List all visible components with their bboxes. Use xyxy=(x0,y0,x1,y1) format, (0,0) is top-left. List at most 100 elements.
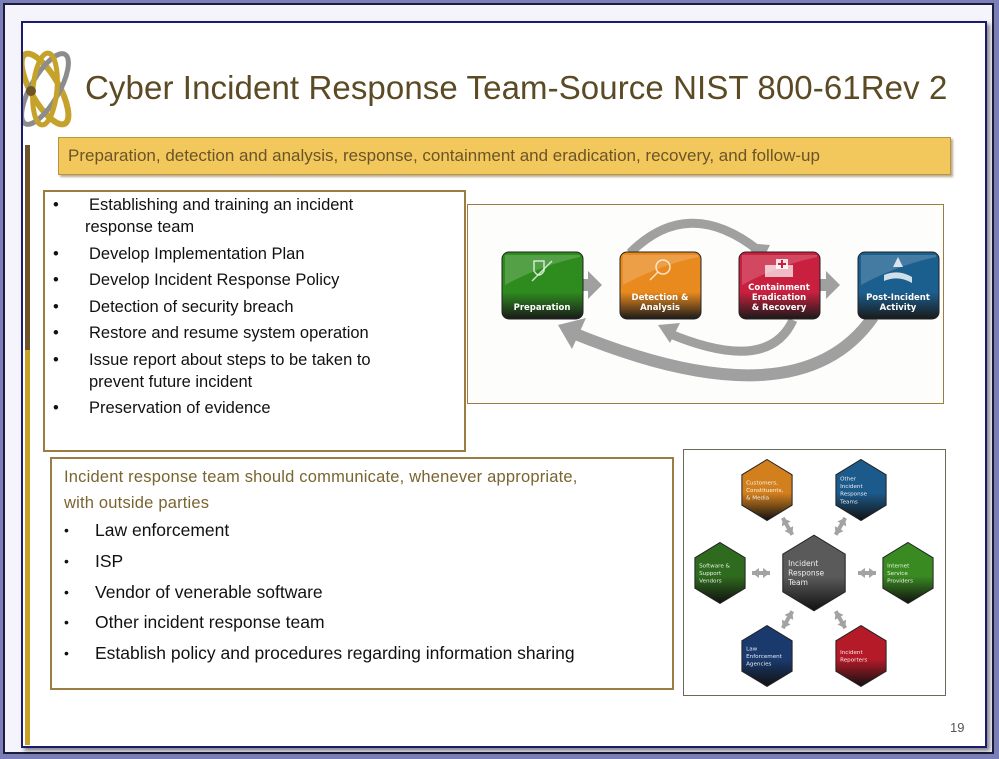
communication-text: Vendor of venerable software xyxy=(95,581,323,602)
activity-item: • Issue report about steps to be taken to… xyxy=(45,349,464,393)
accent-bar-gold xyxy=(25,350,30,745)
arrowhead xyxy=(834,611,844,620)
intro-line: Incident response team should communicat… xyxy=(64,468,578,486)
bullet-icon: • xyxy=(53,244,59,263)
magnifier-icon xyxy=(649,259,671,281)
phase-label: & Recovery xyxy=(752,303,807,313)
phase-label: Post-Incident xyxy=(866,293,930,303)
activity-text: response team xyxy=(85,218,195,236)
activity-item: • Restore and resume system operation xyxy=(45,322,464,344)
arrowhead xyxy=(558,318,586,349)
arrowhead xyxy=(781,619,791,629)
accent-bar-dark xyxy=(25,145,30,350)
communication-item: • Establish policy and procedures regardi… xyxy=(52,641,672,665)
bullet-icon: • xyxy=(64,583,69,600)
lifecycle-diagram: Preparation Detection &Analysis Containmen… xyxy=(467,204,944,404)
slide-title: Cyber Incident Response Team-Source NIST… xyxy=(85,69,948,106)
phase-label: Preparation xyxy=(514,303,571,313)
communication-list: •Law enforcement•ISP•Vendor of venerable… xyxy=(52,516,672,665)
arrow-post-to-preparation xyxy=(570,313,878,382)
arrowhead xyxy=(781,517,791,527)
node-label: Service xyxy=(887,571,908,577)
activity-text: Restore and resume system operation xyxy=(89,324,369,342)
communication-text: Law enforcement xyxy=(95,520,230,540)
arrowhead xyxy=(834,526,844,535)
node-label: Providers xyxy=(887,578,913,584)
node-label: Incident xyxy=(788,559,818,568)
node-label: Incident xyxy=(840,484,863,490)
bullet-icon: • xyxy=(53,399,59,417)
activity-item: •Develop Implementation Plan xyxy=(45,243,464,265)
page-number: 19 xyxy=(950,720,965,735)
phase-label: Analysis xyxy=(640,303,680,313)
arrow-detection-to-containment xyxy=(626,218,761,257)
arrowhead xyxy=(588,271,602,299)
node-label: Support xyxy=(699,571,722,577)
node-label: Vendors xyxy=(699,578,722,584)
node-label: Law xyxy=(746,646,758,652)
bullet-icon: • xyxy=(53,271,59,289)
phase-0: Preparation xyxy=(501,251,584,320)
shield-sword-icon xyxy=(531,260,553,282)
node-label: Reporters xyxy=(840,658,867,664)
arrowhead xyxy=(837,619,847,629)
arrowhead xyxy=(826,271,840,299)
communication-item: • Law enforcement xyxy=(52,518,672,542)
communication-text: Establish policy and procedures regardin… xyxy=(95,643,575,664)
bullet-icon: • xyxy=(53,324,59,342)
atom-orbit-logo-icon xyxy=(23,50,72,128)
phase-label: Containment xyxy=(748,283,810,293)
slide: Cyber Incident Response Team-Source NIST… xyxy=(21,21,987,748)
activity-text: Establishing and training an incident xyxy=(89,196,354,214)
node-label: Other xyxy=(840,476,857,482)
arrowhead xyxy=(784,611,794,620)
node-label: Response xyxy=(840,492,867,498)
phases-banner: Preparation, detection and analysis, res… xyxy=(58,137,951,175)
node-label: Response xyxy=(788,569,824,578)
arrow-containment-to-detection xyxy=(666,317,798,356)
node-label: Constituents, xyxy=(746,488,783,494)
bullet-icon: • xyxy=(64,645,69,662)
activity-text: Issue report about steps to be taken to xyxy=(89,350,371,369)
window-frame: Cyber Incident Response Team-Source NIST… xyxy=(3,3,994,754)
arrowhead xyxy=(763,568,770,578)
communication-item: •ISP xyxy=(52,549,672,573)
communication-text: ISP xyxy=(95,550,124,571)
node-label: Incident xyxy=(840,650,863,656)
network-node: Customers,Constituents,& Media xyxy=(741,458,793,522)
activities-list: • Establishing and training an incident re… xyxy=(45,192,464,419)
node-label: & Media xyxy=(746,495,769,501)
communication-text: Other incident response team xyxy=(95,612,325,633)
activities-box: • Establishing and training an incident re… xyxy=(43,190,466,452)
communication-intro: Incident response team should communicat… xyxy=(52,459,672,516)
bullet-icon: • xyxy=(64,614,69,631)
arrowhead xyxy=(752,568,759,578)
ambulance-icon xyxy=(765,259,793,277)
communication-item: • Other incident response team xyxy=(52,610,672,634)
arrowhead xyxy=(869,568,876,578)
tree-road-icon xyxy=(884,257,912,283)
activity-item: •Preservation of evidence xyxy=(45,397,464,419)
phase-label: Eradication xyxy=(752,293,806,303)
arrowhead xyxy=(658,323,680,343)
node-label: Teams xyxy=(839,499,858,505)
bullet-icon: • xyxy=(64,522,69,538)
activity-text: Develop Incident Response Policy xyxy=(89,271,340,289)
bullet-icon: • xyxy=(53,350,59,369)
phase-1: Detection &Analysis xyxy=(619,251,702,320)
communication-box: Incident response team should communicat… xyxy=(50,457,674,690)
phase-label: Activity xyxy=(880,303,917,313)
node-label: Enforcement xyxy=(746,654,783,660)
phase-label: Detection & xyxy=(632,293,690,303)
communication-item: • Vendor of venerable software xyxy=(52,580,672,604)
node-label: Agencies xyxy=(746,661,771,667)
arrowhead xyxy=(784,526,794,535)
